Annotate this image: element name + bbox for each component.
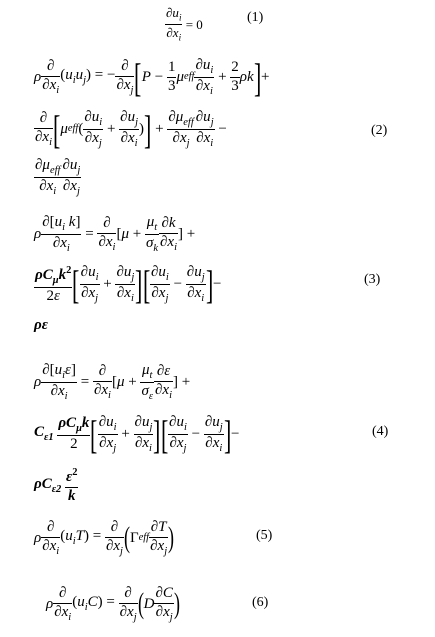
equation-number-1: (1) [247,10,264,25]
equation-number-3: (3) [364,272,381,287]
equation-number-2: (2) [371,123,388,138]
equation-number-4: (4) [372,424,389,439]
equation-1: ∂ui∂xi = 0 [165,5,203,43]
equation-number-6: (6) [252,595,269,610]
equation-2-line-3: ∂μeff∂xi ∂uj∂xj [34,157,82,198]
equation-6: ρ ∂∂xi (uiC) = ∂∂xj ( D ∂C∂xj ) [46,585,180,623]
equation-3-line-3: ρε [34,317,48,333]
equation-number-5: (5) [256,528,273,543]
